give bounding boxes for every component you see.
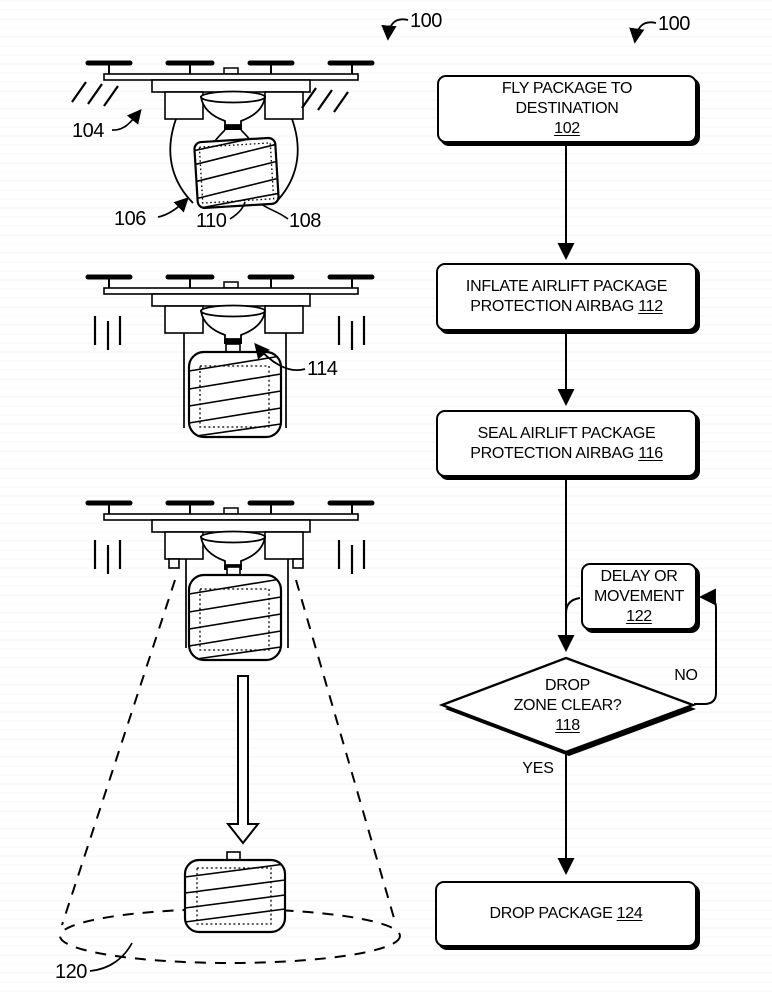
ref-label-114: 114 [307,358,338,380]
motion-lines-vertical [93,540,366,574]
motion-lines-diagonal [71,81,349,113]
ref-label-100-left: 100 [410,10,442,32]
flow-connectors [557,145,717,876]
airbag-package [187,350,283,439]
package [193,136,280,210]
flow-step-drop-package: DROP PACKAGE 124 [435,881,697,947]
drone-figure-inflated [88,277,372,439]
flow-step-seal-airbag: SEAL AIRLIFT PACKAGE PROTECTION AIRBAG 1… [436,410,697,477]
drone-figure-flying [71,63,372,220]
branch-label-no: NO [674,667,698,684]
ref-label-100-right: 100 [658,13,690,35]
airbag-package [187,573,283,662]
motion-lines-vertical [93,316,366,350]
flow-step-inflate-airbag: INFLATE AIRLIFT PACKAGE PROTECTION AIRBA… [436,263,697,331]
ref-label-104: 104 [72,120,104,142]
flow-step-fly-package: FLY PACKAGE TO DESTINATION 102 [437,75,697,143]
flow-step-delay-movement: DELAY OR MOVEMENT 122 [581,563,697,630]
dropped-package [183,851,287,934]
flow-decision-text: DROP ZONE CLEAR? 118 [513,677,622,734]
ref-label-108: 108 [289,210,321,232]
drop-direction-arrow [225,675,261,845]
sensor-cone-line [61,579,176,926]
ref-label-106: 106 [114,208,146,230]
ref-100-right-arrow [629,21,657,44]
drone-figure-dropzone [59,503,401,972]
sensor-cone-line [295,579,397,926]
flow-decision-diamond [438,656,697,756]
ref-100-left-arrow [381,18,409,41]
branch-label-yes: YES [522,760,554,777]
ref-label-120: 120 [55,961,87,983]
ref-label-110: 110 [196,210,227,232]
